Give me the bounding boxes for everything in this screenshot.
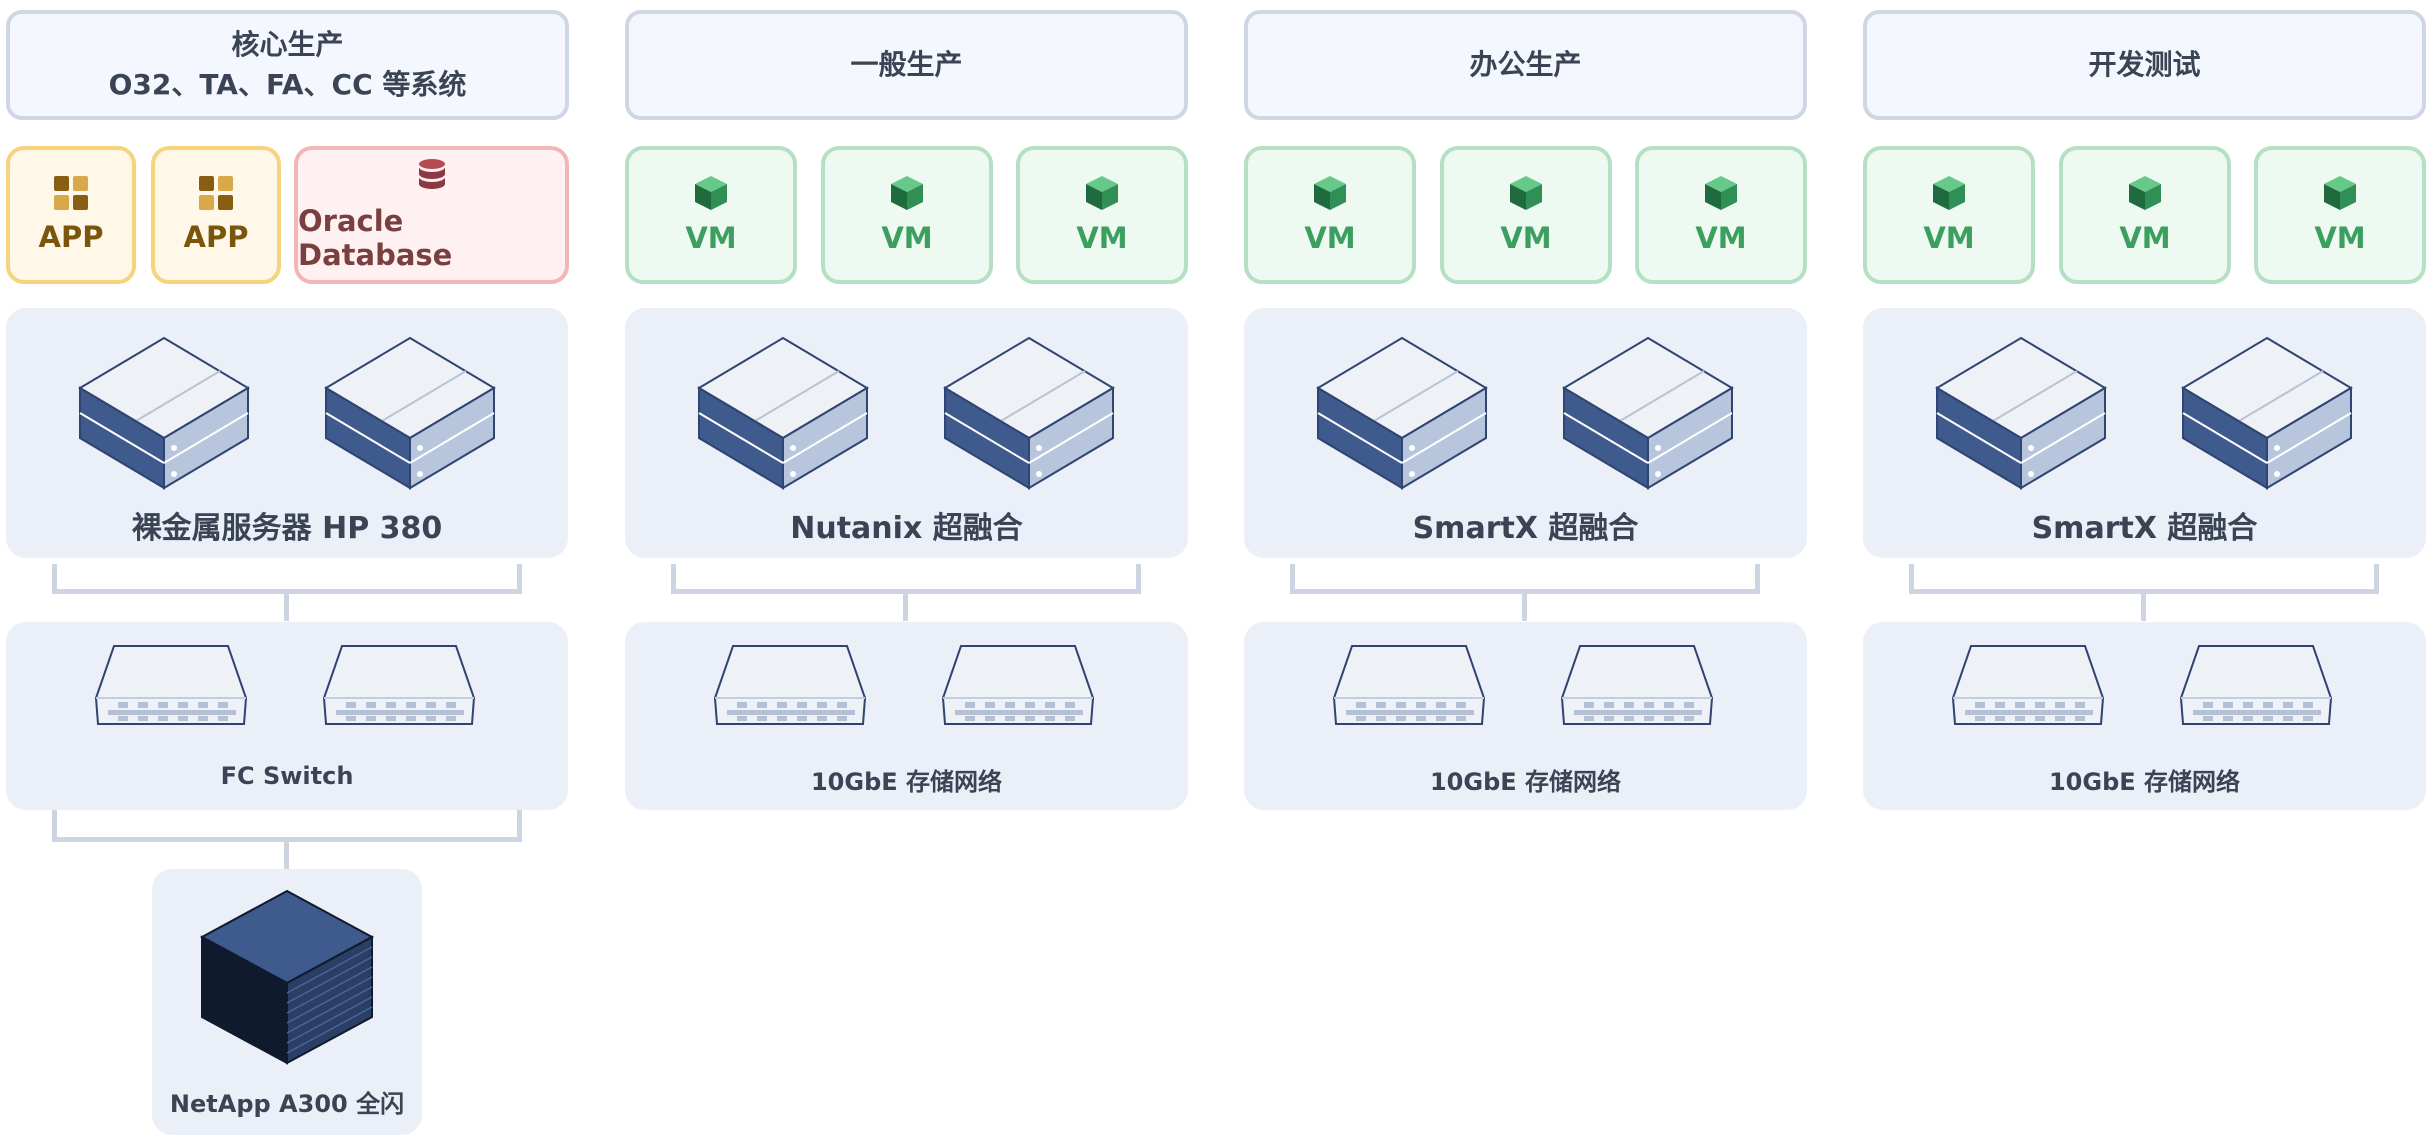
server-icon (941, 336, 1117, 494)
workload-label: VM (1695, 221, 1747, 255)
app-grid-icon (199, 176, 233, 210)
switch-icon (94, 642, 248, 728)
workload-label: APP (183, 220, 249, 254)
workload-card-vm: VM (1635, 146, 1807, 284)
workload-card-vm: VM (1440, 146, 1612, 284)
cube-icon (890, 175, 924, 211)
network-panel-10gbe: 10GbE 存储网络 (1863, 622, 2426, 810)
network-panel-10gbe: 10GbE 存储网络 (1244, 622, 1807, 810)
workload-label: VM (881, 221, 933, 255)
workload-label: VM (1076, 221, 1128, 255)
column-header-core-production: 核心生产 O32、TA、FA、CC 等系统 (6, 10, 569, 120)
switch-icon (1332, 642, 1486, 728)
connector (284, 837, 289, 869)
cube-icon (1704, 175, 1738, 211)
workload-card-vm: VM (821, 146, 993, 284)
workload-label: Oracle Database (298, 204, 453, 272)
connector (1136, 564, 1141, 594)
server-icon (322, 336, 498, 494)
connector (2374, 564, 2379, 594)
workload-label: VM (2119, 221, 2171, 255)
header-line-1: 一般生产 (850, 48, 963, 81)
switch-icon (941, 642, 1095, 728)
compute-panel-smartx: SmartX 超融合 (1244, 308, 1807, 558)
storage-array-icon (198, 887, 376, 1067)
switch-icon (322, 642, 476, 728)
compute-panel-hp380: 裸金属服务器 HP 380 (6, 308, 568, 558)
workload-label: VM (685, 221, 737, 255)
workload-card-oracle-database: Oracle Database (294, 146, 569, 284)
switch-icon (713, 642, 867, 728)
server-icon (1933, 336, 2109, 494)
compute-label: SmartX 超融合 (2031, 511, 2258, 546)
connector (903, 589, 908, 621)
workload-label: VM (1304, 221, 1356, 255)
app-grid-icon (54, 176, 88, 210)
network-panel-10gbe: 10GbE 存储网络 (625, 622, 1188, 810)
cube-icon (1932, 175, 1966, 211)
connector (52, 564, 57, 594)
storage-panel-netapp: NetApp A300 全闪 (152, 869, 422, 1135)
cube-icon (1085, 175, 1119, 211)
column-header-dev-test: 开发测试 (1863, 10, 2426, 120)
column-header-office-production: 办公生产 (1244, 10, 1807, 120)
workload-label: VM (1923, 221, 1975, 255)
server-icon (695, 336, 871, 494)
cube-icon (694, 175, 728, 211)
connector (1909, 564, 1914, 594)
workload-card-vm: VM (2059, 146, 2231, 284)
connector (517, 564, 522, 594)
workload-card-vm: VM (1016, 146, 1188, 284)
network-label: 10GbE 存储网络 (2048, 768, 2241, 796)
switch-icon (1560, 642, 1714, 728)
network-label: 10GbE 存储网络 (1429, 768, 1622, 796)
workload-card-app-2: APP (151, 146, 281, 284)
server-icon (2179, 336, 2355, 494)
workload-label: APP (38, 220, 104, 254)
compute-label: Nutanix 超融合 (790, 511, 1023, 546)
header-line-2: O32、TA、FA、CC 等系统 (108, 68, 467, 101)
cube-icon (2128, 175, 2162, 211)
header-line-1: 开发测试 (2088, 48, 2201, 81)
compute-label: SmartX 超融合 (1412, 511, 1639, 546)
compute-panel-nutanix: Nutanix 超融合 (625, 308, 1188, 558)
connector (1290, 564, 1295, 594)
workload-label: VM (2314, 221, 2366, 255)
cube-icon (1313, 175, 1347, 211)
connector (52, 810, 57, 842)
header-line-1: 办公生产 (1469, 48, 1582, 81)
server-icon (1560, 336, 1736, 494)
server-icon (76, 336, 252, 494)
workload-label: VM (1500, 221, 1552, 255)
connector (284, 589, 289, 621)
workload-card-vm: VM (1244, 146, 1416, 284)
connector (1522, 589, 1527, 621)
storage-label: NetApp A300 全闪 (169, 1090, 405, 1118)
network-label: 10GbE 存储网络 (810, 768, 1003, 796)
workload-card-app-1: APP (6, 146, 136, 284)
switch-icon (1951, 642, 2105, 728)
server-icon (1314, 336, 1490, 494)
connector (671, 564, 676, 594)
column-header-general-production: 一般生产 (625, 10, 1188, 120)
compute-panel-smartx: SmartX 超融合 (1863, 308, 2426, 558)
network-panel-fc-switch: FC Switch (6, 622, 568, 810)
workload-card-vm: VM (625, 146, 797, 284)
header-line-1: 核心生产 (231, 28, 344, 61)
network-label: FC Switch (220, 762, 354, 790)
switch-icon (2179, 642, 2333, 728)
workload-card-vm: VM (2254, 146, 2426, 284)
cube-icon (1509, 175, 1543, 211)
database-icon (417, 158, 447, 194)
workload-card-vm: VM (1863, 146, 2035, 284)
connector (1755, 564, 1760, 594)
connector (517, 810, 522, 842)
compute-label: 裸金属服务器 HP 380 (131, 511, 443, 546)
connector (2141, 589, 2146, 621)
cube-icon (2323, 175, 2357, 211)
